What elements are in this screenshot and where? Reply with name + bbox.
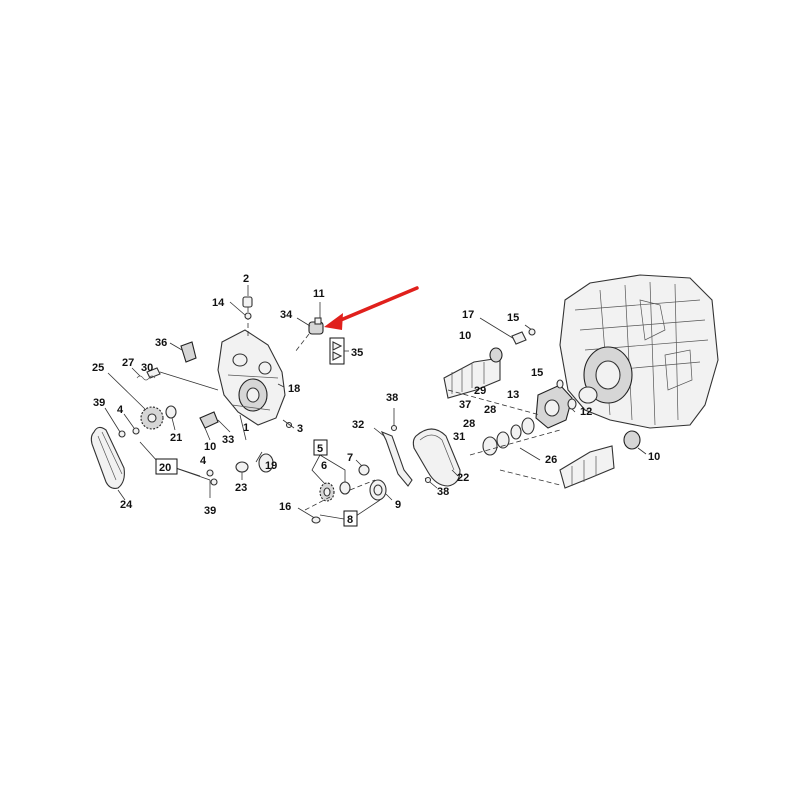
- callout-22: 22: [457, 472, 469, 484]
- callout-labels: 2 14 11 34 35 36 27 30 25 18 39 4 21 1 3…: [92, 273, 660, 527]
- washer-part-23: [235, 461, 249, 473]
- callout-13: 13: [507, 389, 519, 401]
- pin-part-16: [297, 507, 321, 524]
- cover-plate: [217, 329, 286, 426]
- callout-34: 34: [280, 309, 293, 321]
- callout-25: 25: [92, 362, 104, 374]
- callout-39b: 39: [204, 505, 216, 517]
- camshaft-part-26: [443, 347, 503, 399]
- ring-part-9: [369, 479, 393, 501]
- callout-9: 9: [395, 499, 401, 511]
- callout-3: 3: [297, 423, 303, 435]
- callout-6: 6: [321, 460, 327, 472]
- callout-4a: 4: [117, 404, 124, 416]
- sensor-part-11: [294, 302, 324, 353]
- callout-12: 12: [580, 406, 592, 418]
- fitting-part-33: [199, 411, 231, 441]
- shaft-lower-right: [559, 430, 641, 489]
- callout-7: 7: [347, 452, 353, 464]
- highlight-arrow: [324, 286, 419, 330]
- oil-pump-part-13: [535, 384, 573, 429]
- callout-38b: 38: [437, 486, 449, 498]
- tensioner-part-32: [373, 427, 413, 487]
- callout-30: 30: [141, 362, 153, 374]
- callout-27: 27: [122, 357, 134, 369]
- callout-8: 8: [347, 514, 353, 526]
- gear-part-25: [107, 372, 164, 430]
- callout-19: 19: [265, 460, 277, 472]
- callout-23: 23: [235, 482, 247, 494]
- callout-1: 1: [243, 422, 249, 434]
- chain-guide-part-22: [412, 428, 461, 487]
- callout-15a: 15: [507, 312, 519, 324]
- callout-18: 18: [288, 383, 300, 395]
- callout-17: 17: [462, 309, 474, 321]
- callout-5: 5: [317, 443, 323, 455]
- callout-10c: 10: [648, 451, 660, 463]
- callout-37: 37: [459, 399, 471, 411]
- callout-10b: 10: [459, 330, 471, 342]
- callout-24: 24: [120, 499, 133, 511]
- callout-32: 32: [352, 419, 364, 431]
- callout-2: 2: [243, 273, 249, 285]
- callout-36: 36: [155, 337, 167, 349]
- callout-29: 29: [474, 385, 486, 397]
- callout-28a: 28: [484, 404, 496, 416]
- spacer-part-19: [258, 453, 274, 473]
- seal-part-35: [329, 337, 349, 365]
- callout-38a: 38: [386, 392, 398, 404]
- callout-15b: 15: [531, 367, 543, 379]
- callout-26: 26: [545, 454, 557, 466]
- pin-part-30: [131, 367, 219, 391]
- bracket-part-36: [180, 341, 197, 363]
- bearing-part-21: [165, 405, 177, 419]
- gear-part-6: [319, 464, 370, 502]
- callout-10a: 10: [204, 441, 216, 453]
- callout-28b: 28: [463, 418, 475, 430]
- seal-rings-parts-28-31: [482, 417, 535, 456]
- callout-35: 35: [351, 347, 363, 359]
- plug-part-2: [229, 285, 253, 338]
- callout-4b: 4: [200, 455, 207, 467]
- belt-part-24: [90, 426, 126, 501]
- callout-11: 11: [313, 288, 325, 300]
- callout-33: 33: [222, 434, 234, 446]
- crankcase: [559, 274, 719, 429]
- callout-39a: 39: [93, 397, 105, 409]
- callout-31: 31: [453, 431, 465, 443]
- callout-14: 14: [212, 297, 225, 309]
- callout-20: 20: [159, 462, 171, 474]
- callout-16: 16: [279, 501, 291, 513]
- callout-21: 21: [170, 432, 182, 444]
